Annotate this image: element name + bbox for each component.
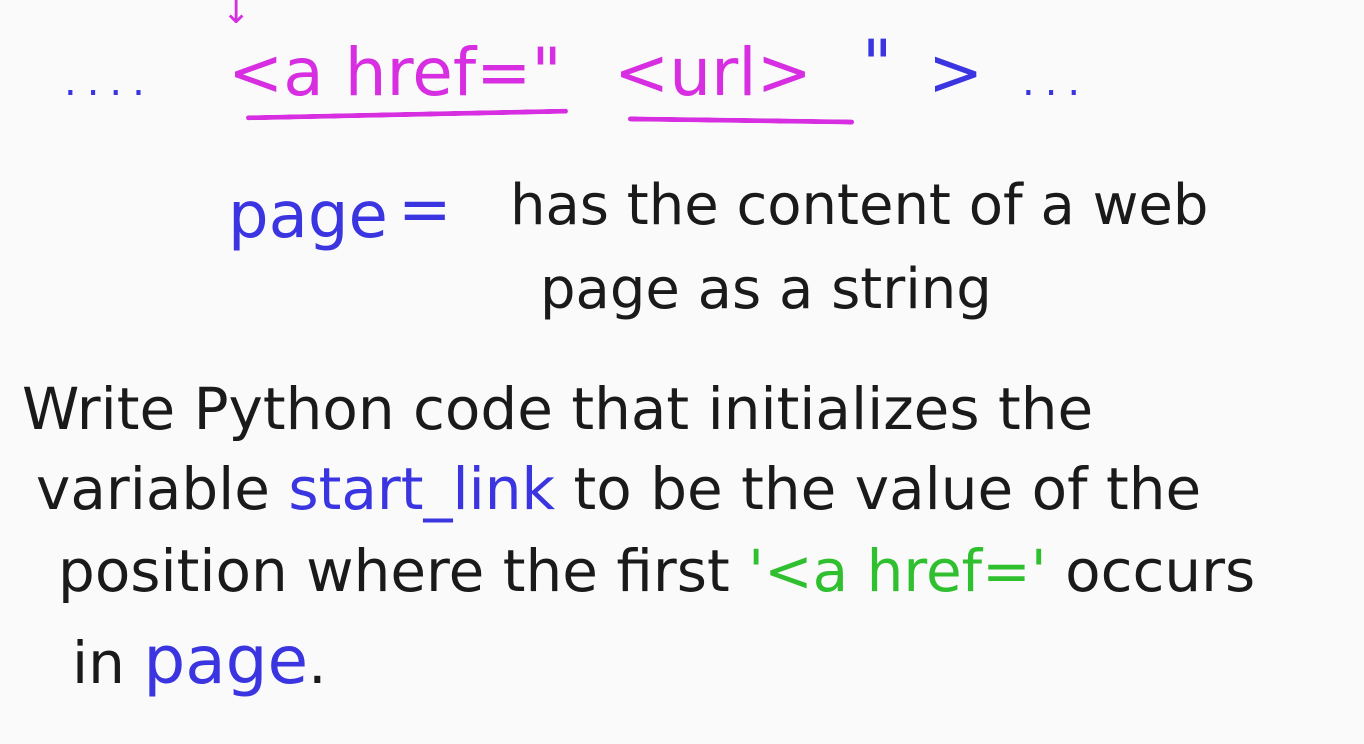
url-underline	[627, 116, 855, 125]
instruction-line-3-suffix: occurs	[1065, 537, 1256, 605]
a-href-literal: '<a href='	[748, 537, 1047, 605]
instruction-line-2: variable start_link to be the value of t…	[36, 460, 1201, 518]
page-variable-label: page	[228, 179, 388, 253]
instruction-line-2-prefix: variable	[36, 455, 270, 523]
instruction-line-3-prefix: position where the first	[58, 537, 730, 605]
definition-line-2: page as a string	[540, 257, 992, 322]
ellipsis-right: ...	[1022, 59, 1091, 105]
equals-sign: =	[398, 173, 452, 247]
tag-close-bracket: >	[928, 34, 984, 111]
tag-close-quote: "	[862, 26, 893, 103]
definition-line-1: has the content of a web	[510, 173, 1209, 238]
page-variable-reference: page	[143, 622, 309, 699]
instruction-line-4-prefix: in	[72, 629, 125, 697]
tag-open-text: <a href="	[228, 34, 562, 111]
down-arrow-icon: ↓	[222, 0, 251, 32]
url-placeholder: <url>	[614, 34, 812, 111]
instruction-line-3: position where the first '<a href=' occu…	[58, 542, 1255, 600]
instruction-line-1: Write Python code that initializes the	[22, 375, 1094, 443]
instruction-line-4: in page.	[72, 628, 327, 694]
instruction-line-2-suffix: to be the value of the	[573, 455, 1202, 523]
ellipsis-left: ....	[64, 59, 155, 105]
start-link-variable: start_link	[288, 455, 556, 523]
period: .	[308, 629, 327, 697]
